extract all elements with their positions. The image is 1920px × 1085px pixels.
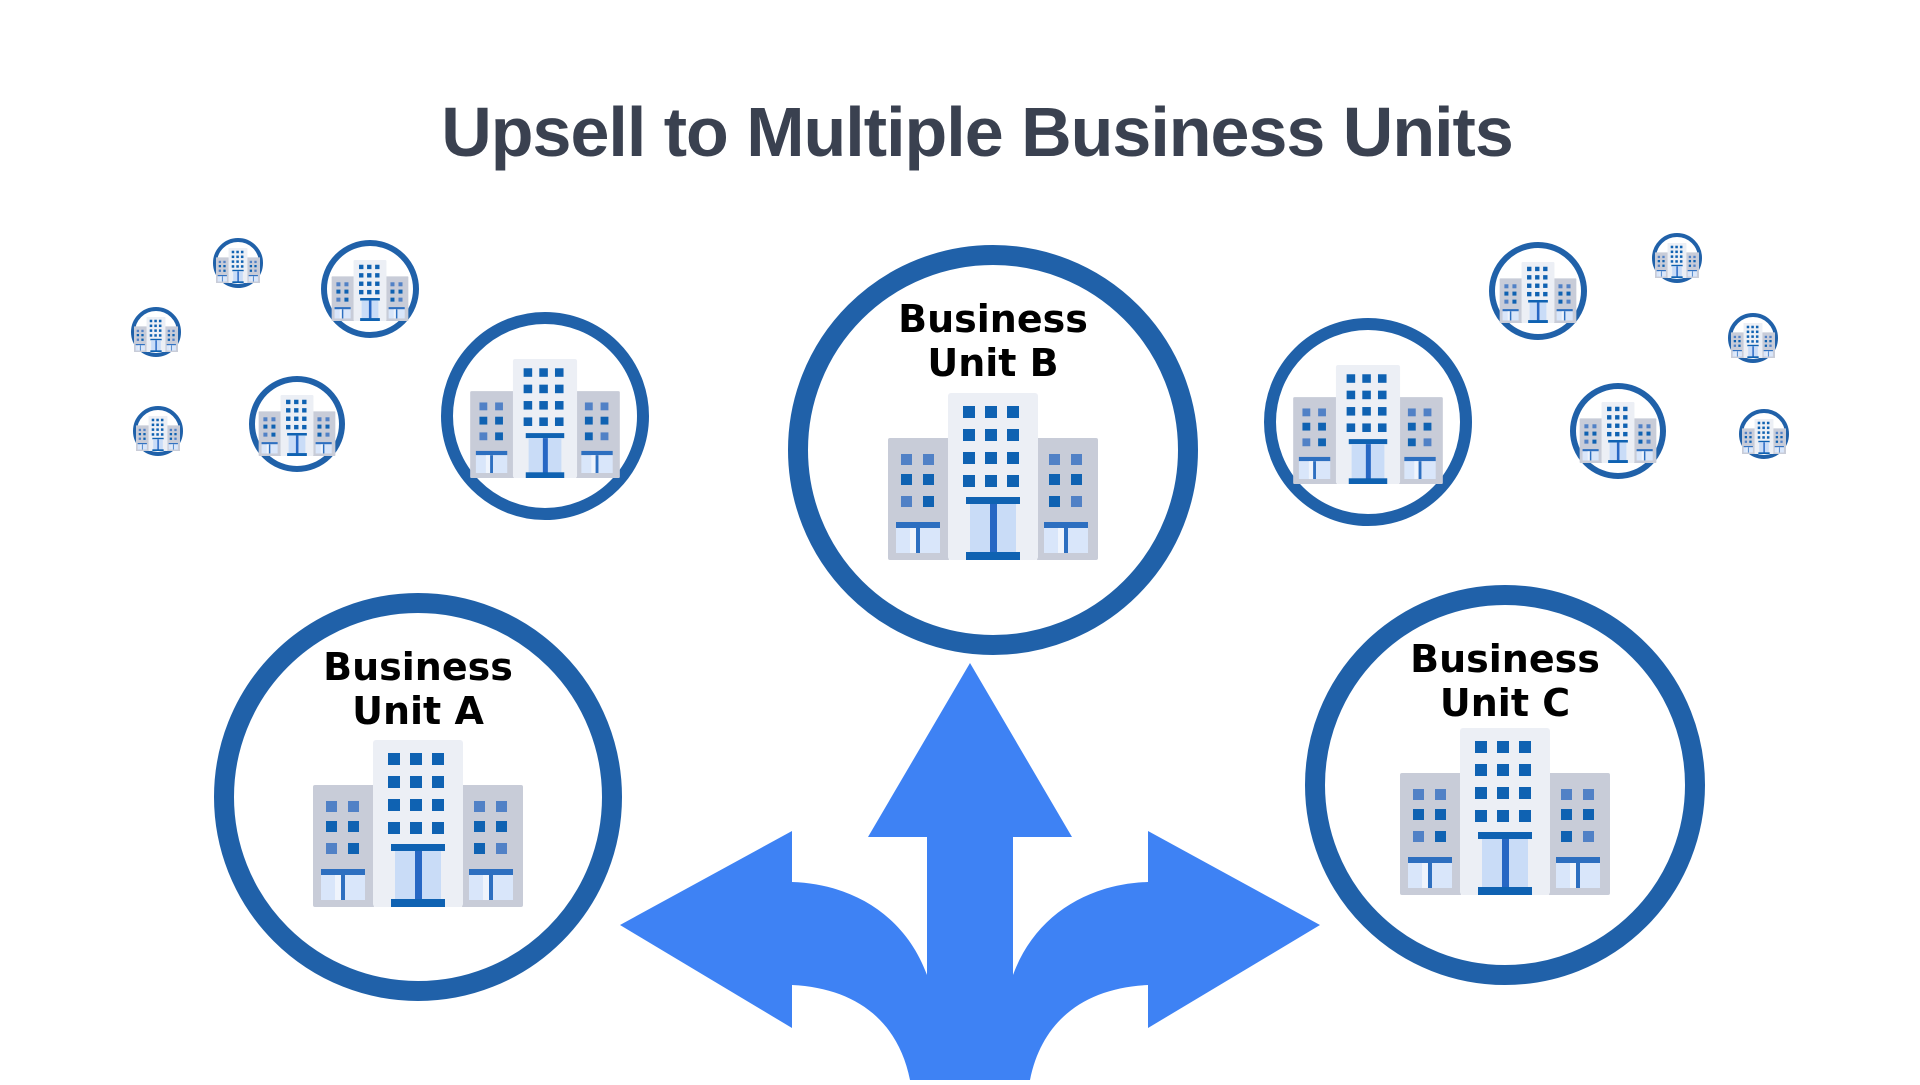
business-unit-circle: Business Unit C bbox=[1305, 585, 1705, 985]
decorative-company-circle bbox=[213, 238, 263, 288]
decorative-company-circle bbox=[249, 376, 345, 472]
building-icon bbox=[1293, 364, 1443, 484]
business-unit-label: Business Unit C bbox=[1410, 637, 1600, 726]
decorative-company-circle bbox=[441, 312, 649, 520]
decorative-company-circle bbox=[131, 307, 181, 357]
decorative-company-circle bbox=[133, 406, 183, 456]
building-icon bbox=[1499, 262, 1577, 323]
business-unit-label: Business Unit A bbox=[323, 645, 513, 734]
building-icon bbox=[1731, 322, 1775, 358]
decorative-company-circle bbox=[1739, 409, 1789, 459]
building-icon bbox=[216, 247, 260, 283]
business-unit-label: Business Unit B bbox=[898, 297, 1088, 386]
building-icon bbox=[134, 316, 178, 352]
building-icon bbox=[331, 260, 409, 321]
building-icon bbox=[1742, 418, 1786, 454]
decorative-company-circle bbox=[321, 240, 419, 338]
building-icon bbox=[470, 358, 620, 478]
business-unit-circle: Business Unit B bbox=[788, 245, 1198, 655]
building-icon bbox=[1579, 402, 1657, 463]
building-icon bbox=[313, 740, 523, 907]
decorative-company-circle bbox=[1570, 383, 1666, 479]
building-icon bbox=[258, 395, 336, 456]
business-unit-circle: Business Unit A bbox=[214, 593, 622, 1001]
building-icon bbox=[136, 415, 180, 451]
page-title: Upsell to Multiple Business Units bbox=[441, 93, 1514, 171]
decorative-company-circle bbox=[1652, 233, 1702, 283]
decorative-company-circle bbox=[1264, 318, 1472, 526]
three-way-arrow bbox=[600, 630, 1360, 1085]
building-icon bbox=[1400, 728, 1610, 895]
building-icon bbox=[888, 393, 1098, 560]
three-way-arrow-icon bbox=[620, 663, 1320, 1080]
decorative-company-circle bbox=[1728, 313, 1778, 363]
decorative-company-circle bbox=[1489, 242, 1587, 340]
building-icon bbox=[1655, 242, 1699, 278]
